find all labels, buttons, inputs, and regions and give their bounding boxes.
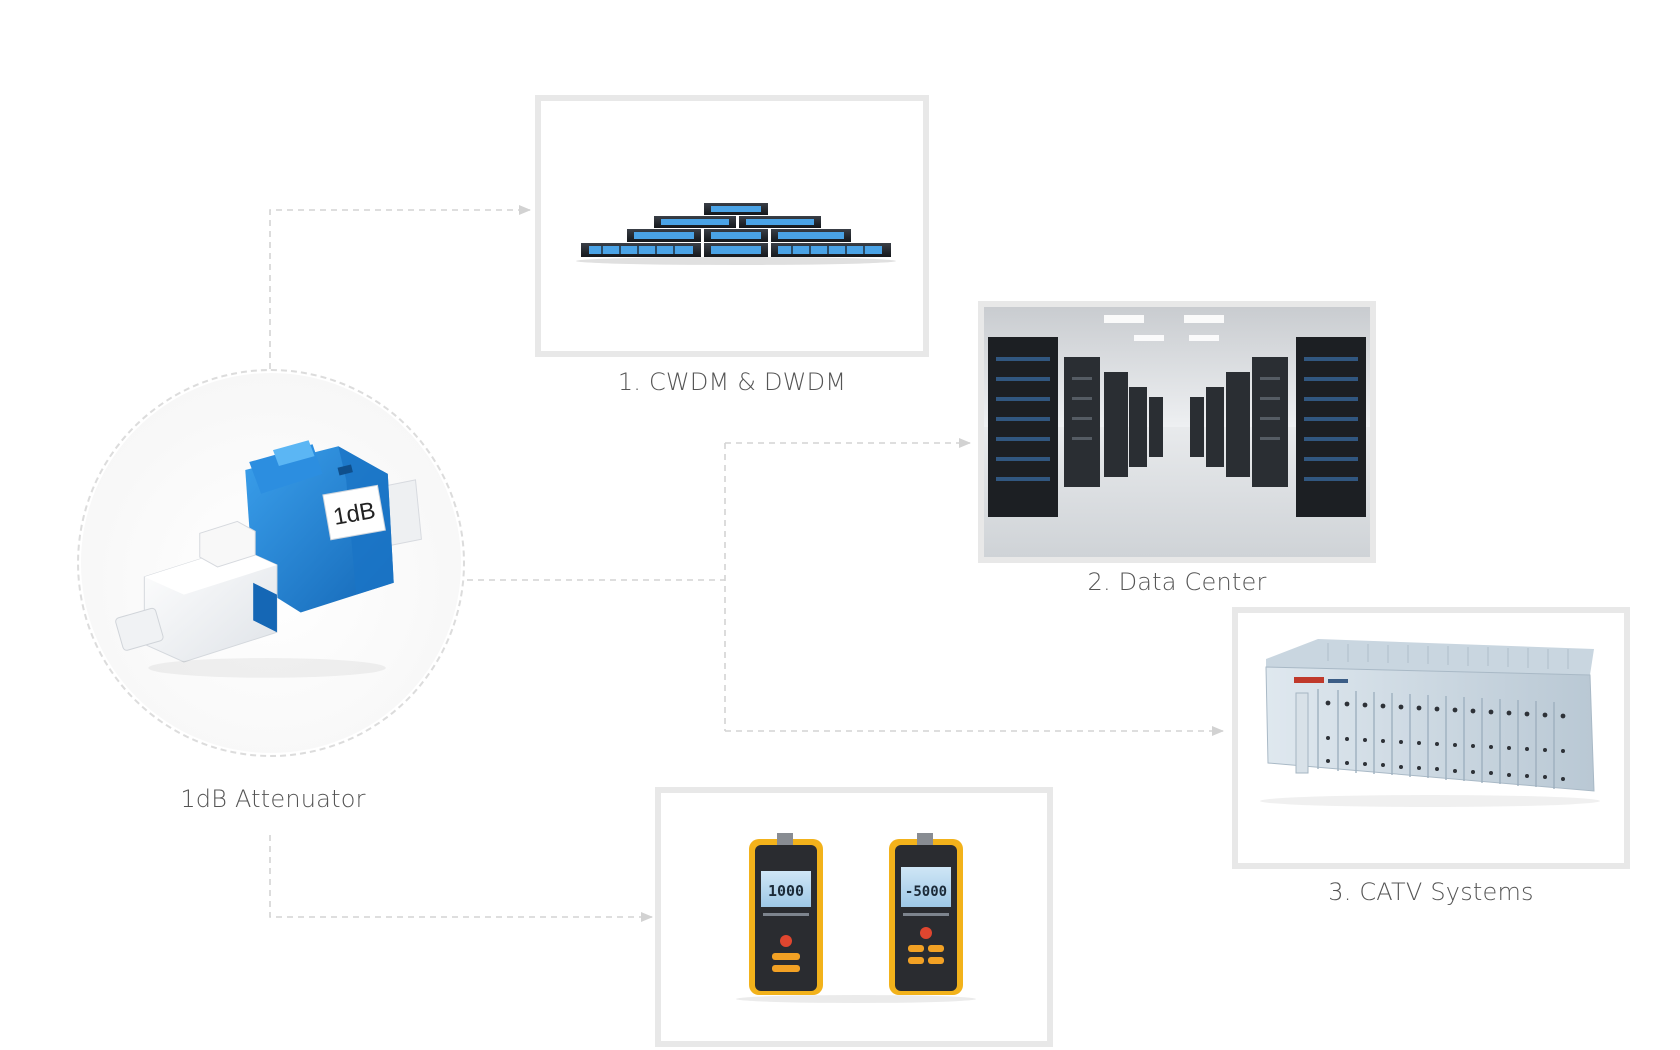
left-meter-display: 1000 [768,882,804,900]
catv-chassis-icon [1260,639,1600,807]
connector-meters [269,835,653,922]
server-racks-icon [984,307,1370,557]
data-center-label: 2. Data Center [1087,568,1267,596]
lc-attenuator-icon: 1dB [80,372,462,754]
test-equipment-frame: 1000 -5000 [655,787,1053,1047]
data-center-frame [978,301,1376,563]
attenuator-node: 1dB [77,369,465,757]
cwdm-dwdm-label: 1. CWDM & DWDM [617,368,847,396]
attenuator-label: 1dB Attenuator [180,785,366,813]
light-source-meter: 1000 [749,833,823,995]
catv-label: 3. CATV Systems [1328,878,1534,906]
catv-frame [1232,607,1630,869]
power-meter: -5000 [889,833,963,995]
handheld-power-meters-icon: 1000 -5000 [736,833,976,1003]
connector-cwdm [269,205,531,369]
right-meter-display: -5000 [905,884,947,900]
cwdm-dwdm-frame [535,95,929,357]
rack-mux-modules-icon [576,203,896,265]
